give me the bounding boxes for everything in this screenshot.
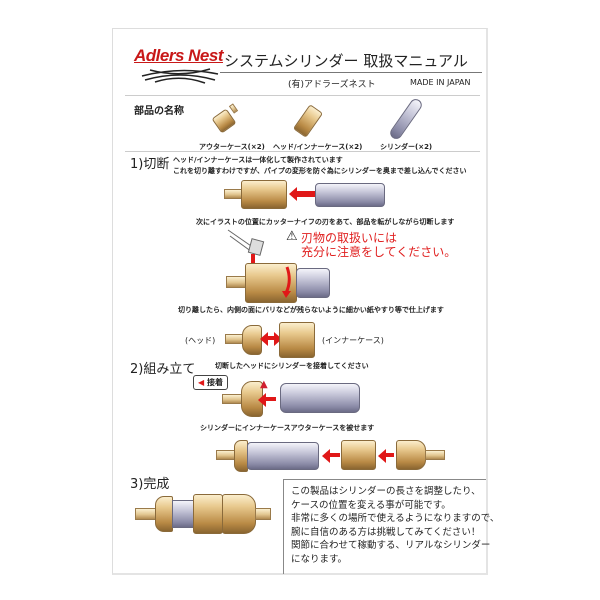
glue-label: 接着 — [206, 378, 223, 387]
cylinder — [296, 268, 330, 298]
logo-nest-graphic — [141, 68, 219, 84]
cover-arrow — [378, 449, 394, 463]
logo: Adlers Nest — [134, 46, 223, 65]
assembled-outer-case — [222, 494, 256, 534]
title-divider — [220, 72, 482, 73]
cover-instruction: シリンダーにインナーケースアウターケースを被せます — [200, 424, 375, 432]
part-label-head-inner-case: ヘッド/インナーケース(×2) — [273, 143, 363, 151]
cut-instruction: 次にイラストの位置にカッターナイフの刃をあて、部品を転がしながら切断します — [196, 218, 455, 226]
cylinder — [247, 442, 319, 470]
head-stub — [222, 394, 242, 404]
finish-instruction: 切り離したら、内側の面にバリなどが残らないように細かい紙やすり等で仕上げます — [178, 306, 444, 314]
note-line: 非常に多くの場所で使えるようになりますので、 — [291, 513, 500, 524]
parts-heading: 部品の名称 — [134, 106, 184, 117]
step2-instruction: 切断したヘッドにシリンダーを接着してください — [215, 362, 369, 370]
step3-heading: 3)完成 — [130, 477, 170, 492]
insert-arrow — [289, 187, 315, 201]
outer-case — [396, 440, 426, 470]
cover-arrow — [322, 449, 340, 463]
step1-heading: 1)切断 — [130, 157, 170, 172]
glue-marker-icon: ▲ — [260, 379, 268, 390]
divider — [125, 95, 480, 96]
step1-line2: これを切り離すわけですが、パイプの変形を防ぐ為にシリンダーを奥まで差し込んでくだ… — [173, 167, 467, 175]
assembled-stub-right — [255, 508, 271, 520]
assembled-inner-case — [193, 494, 223, 534]
assembled-cylinder — [172, 500, 194, 528]
page-title: システムシリンダー 取扱マニュアル — [224, 52, 468, 70]
attach-arrow — [258, 393, 276, 407]
separate-arrow — [260, 332, 282, 346]
inner-case — [279, 322, 315, 358]
warning-line2: 充分に注意をしてください。 — [301, 245, 457, 259]
rotate-arrow-icon — [282, 266, 291, 298]
note-line: 腕に自信のある方は挑戦してみてください！ — [291, 526, 481, 538]
head — [242, 325, 262, 355]
head-inner-case — [241, 180, 287, 209]
step2-heading: 2)組み立て — [130, 362, 196, 377]
assembled-head — [155, 496, 173, 532]
part-label-cylinder: シリンダー(×2) — [380, 143, 433, 151]
assembled-stub-left — [135, 508, 157, 520]
note-line: になります。 — [291, 553, 348, 565]
inner-case — [341, 440, 376, 470]
head-stub — [224, 189, 242, 199]
note-line: 関節に合わせて稼動する、リアルなシリンダー — [291, 540, 491, 551]
divider — [125, 151, 480, 152]
cylinder — [280, 383, 360, 413]
head-label: (ヘッド) — [185, 336, 216, 345]
head-stub — [225, 334, 243, 344]
made-in-label: MADE IN JAPAN — [410, 78, 471, 87]
outer-case-stub — [425, 450, 445, 460]
notes-box: この製品はシリンダーの長さを調整したり、 ケースの位置を変える事が可能です。 非… — [283, 479, 500, 574]
inner-case-label: (インナーケース) — [322, 336, 384, 345]
manual-page — [112, 28, 488, 575]
head — [234, 440, 248, 472]
warning-icon: ⚠ — [286, 229, 298, 244]
note-line: この製品はシリンダーの長さを調整したり、 — [291, 486, 481, 497]
company-name: (有)アドラーズネスト — [288, 80, 376, 90]
step1-line1: ヘッド/インナーケースは一体化して製作されています — [173, 156, 343, 164]
warning-line1: 刃物の取扱いには — [301, 231, 398, 245]
part-label-outer-case: アウターケース(×2) — [199, 143, 265, 151]
note-line: ケースの位置を変える事が可能です。 — [291, 499, 451, 511]
cylinder — [315, 183, 385, 207]
head-stub — [216, 450, 236, 460]
glue-badge: ◀ 接着 — [193, 375, 228, 390]
head-stub — [226, 276, 246, 288]
glue-icon: ◀ — [198, 378, 205, 387]
